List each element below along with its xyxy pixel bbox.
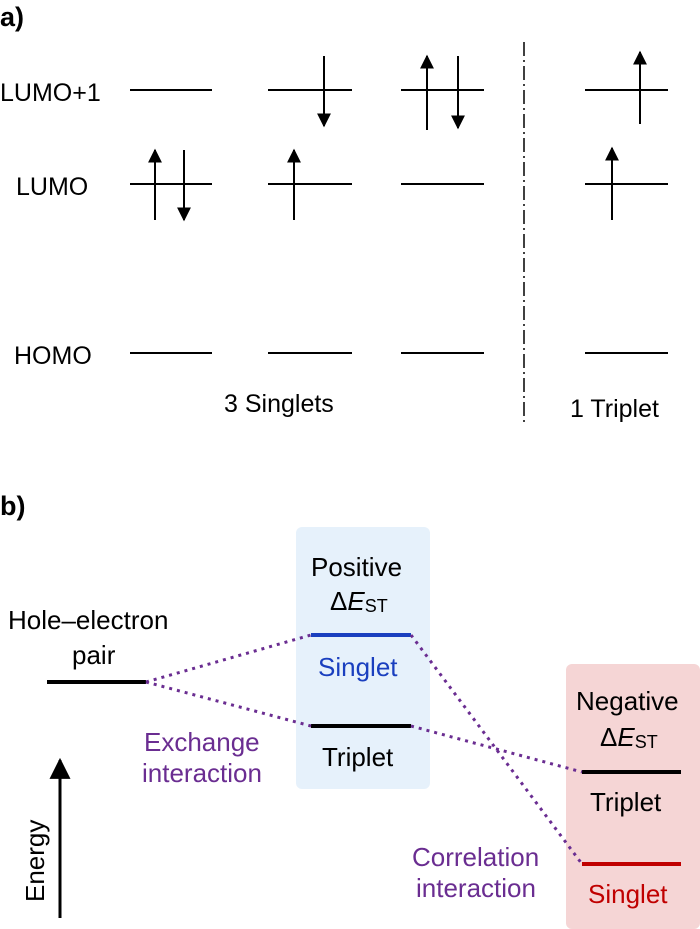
delta-symbol: Δ — [330, 586, 347, 616]
delta-symbol: Δ — [600, 722, 617, 752]
connector-pair-to-positive-triplet — [145, 680, 312, 728]
correlation-label-line1: Correlation — [412, 842, 539, 872]
negative-singlet-label: Singlet — [588, 879, 668, 909]
hole-electron-pair-label-line1: Hole–electron — [8, 605, 168, 635]
energy-symbol: E — [347, 586, 365, 616]
orbital-label-homo: HOMO — [14, 342, 92, 370]
positive-dest-box — [296, 527, 430, 789]
correlation-label-line2: interaction — [416, 873, 536, 903]
connector-pair-to-positive-singlet — [145, 633, 312, 684]
panel-b-label: b) — [0, 491, 25, 521]
energy-axis-label: Energy — [20, 820, 50, 902]
negative-dest-label: ΔEST — [600, 722, 658, 752]
positive-label: Positive — [311, 552, 402, 582]
exchange-label-line1: Exchange — [144, 727, 260, 757]
singlets-caption: 3 Singlets — [224, 390, 334, 418]
negative-label: Negative — [576, 686, 679, 716]
positive-singlet-label: Singlet — [318, 652, 398, 682]
energy-symbol: E — [617, 722, 635, 752]
positive-dest-label: ΔEST — [330, 586, 388, 616]
hole-electron-pair-label-line2: pair — [72, 640, 116, 670]
connector-positive-triplet-to-negative-triplet — [410, 724, 583, 774]
st-subscript: ST — [635, 732, 658, 752]
panel-a-label: a) — [0, 2, 24, 32]
st-subscript: ST — [365, 596, 388, 616]
positive-triplet-label: Triplet — [322, 742, 394, 772]
exchange-label-line2: interaction — [142, 758, 262, 788]
triplet-caption: 1 Triplet — [570, 395, 659, 423]
orbital-label-lumo-plus-1: LUMO+1 — [0, 79, 101, 107]
orbital-label-lumo: LUMO — [16, 173, 88, 201]
negative-triplet-label: Triplet — [590, 787, 662, 817]
